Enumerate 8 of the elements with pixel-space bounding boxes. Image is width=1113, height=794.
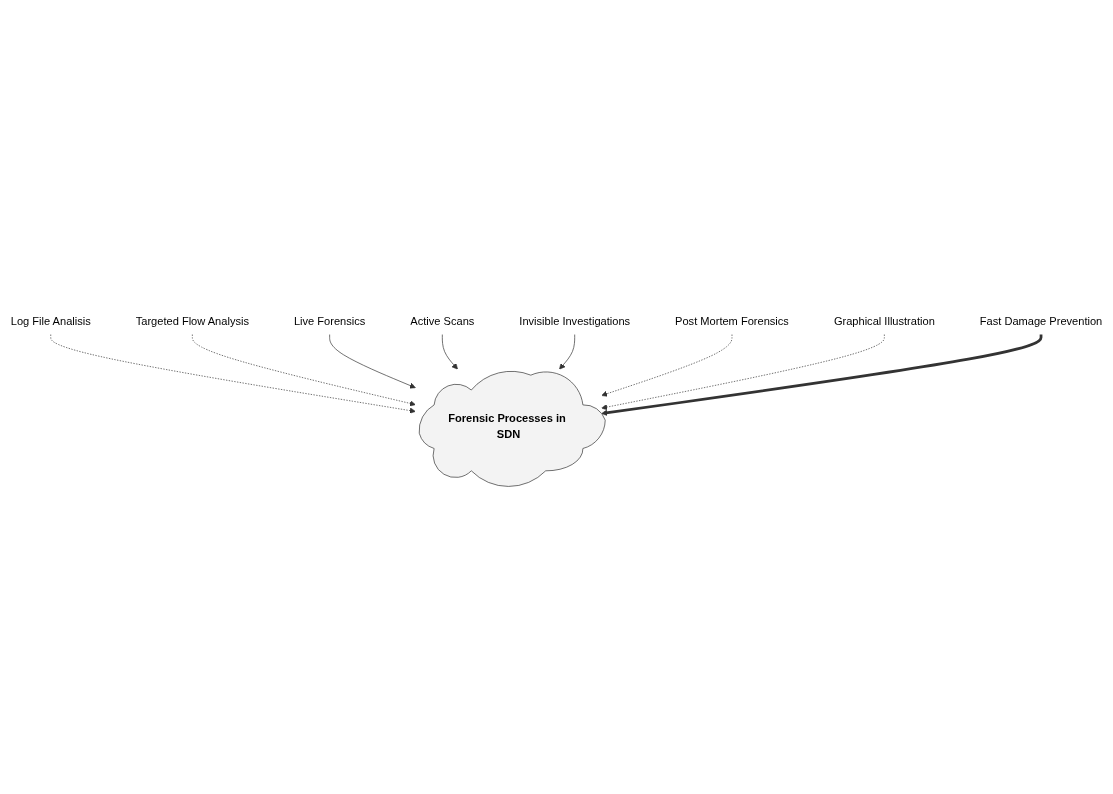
node-text: Post Mortem Forensics	[675, 314, 789, 327]
node-text: Targeted Flow Analysis	[135, 314, 249, 327]
node-text: Graphical Illustration	[833, 314, 935, 327]
node-text: Log File Analisis	[10, 314, 91, 327]
node-text: Fast Damage Prevention	[979, 314, 1103, 327]
node-text: Active Scans	[410, 314, 475, 327]
node-text: Live Forensics	[293, 314, 366, 327]
node-text: Invisible Investigations	[519, 314, 631, 327]
